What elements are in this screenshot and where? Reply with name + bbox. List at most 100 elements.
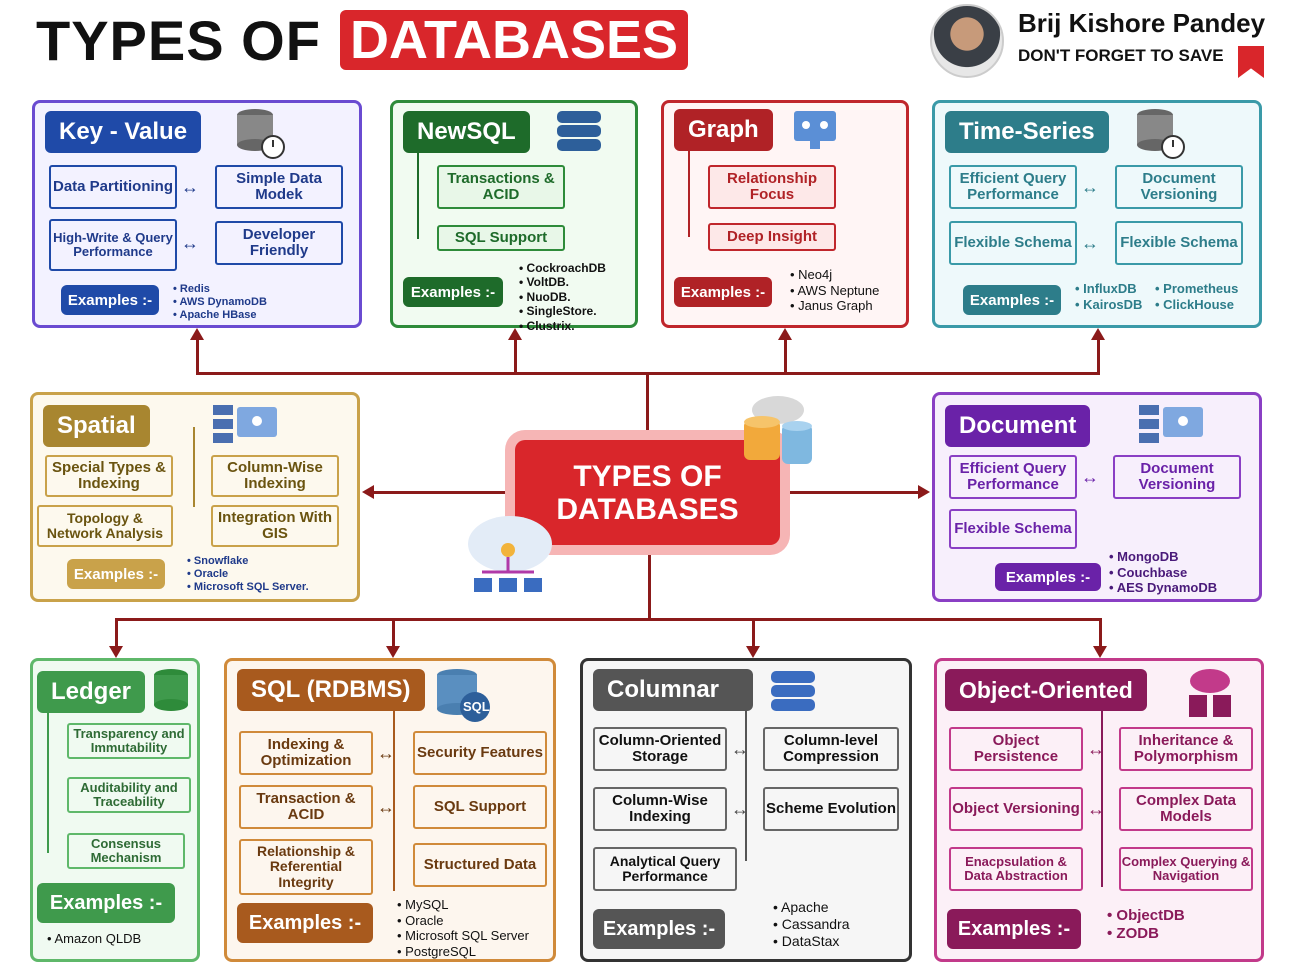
examples-label: Examples :- <box>593 909 725 949</box>
example-item: ClickHouse <box>1155 297 1238 313</box>
example-item: MongoDB <box>1109 549 1217 565</box>
double-arrow-icon: ↔ <box>1087 799 1105 819</box>
examples-label: Examples :- <box>947 909 1081 949</box>
example-item: NuoDB. <box>519 290 606 304</box>
feature-box: Transparency and Immutability <box>67 723 191 759</box>
double-arrow-icon: ↔ <box>731 799 749 819</box>
example-item: Oracle <box>397 913 529 929</box>
feature-box: Complex Querying & Navigation <box>1119 847 1253 891</box>
example-item: Microsoft SQL Server. <box>187 581 309 594</box>
feature-box: Efficient Query Performance <box>949 165 1077 209</box>
card-object-oriented: Object-Oriented Object Persistence Inher… <box>934 658 1264 962</box>
example-item: Apache HBase <box>173 309 267 322</box>
example-item: VoltDB. <box>519 275 606 289</box>
examples-label: Examples :- <box>237 903 373 943</box>
example-item: Amazon QLDB <box>47 931 141 947</box>
double-arrow-icon: ↔ <box>181 233 199 253</box>
example-item: Redis <box>173 283 267 296</box>
examples-list: Redis AWS DynamoDB Apache HBase <box>173 283 267 323</box>
card-title: Object-Oriented <box>945 669 1147 711</box>
card-graph: Graph Relationship Focus Deep Insight Ex… <box>661 100 909 328</box>
feature-box: Data Partitioning <box>49 165 177 209</box>
double-arrow-icon: ↔ <box>181 177 199 197</box>
feature-box: Transactions & ACID <box>437 165 565 209</box>
server-monitor-icon <box>1139 405 1203 443</box>
feature-box: Flexible Schema <box>1115 221 1243 265</box>
tree-line <box>193 427 195 507</box>
page-title-highlight: DATABASES <box>340 10 689 70</box>
example-item: Apache <box>773 899 850 916</box>
arrow-left-icon <box>362 485 374 499</box>
arrow-down-icon <box>109 646 123 658</box>
save-note: DON'T FORGET TO SAVE <box>1018 46 1224 65</box>
double-arrow-icon: ↔ <box>731 739 749 759</box>
card-title: Ledger <box>37 671 146 713</box>
connector <box>646 372 649 442</box>
feature-box: Complex Data Models <box>1119 787 1253 831</box>
database-stack-icon <box>771 671 815 711</box>
feature-box: Relationship & Referential Integrity <box>239 839 373 895</box>
double-arrow-icon: ↔ <box>1081 177 1099 197</box>
card-time-series: Time-Series Efficient Query Performance … <box>932 100 1262 328</box>
example-item: Prometheus <box>1155 281 1238 297</box>
example-item: InfluxDB <box>1075 281 1142 297</box>
connector <box>752 618 755 650</box>
feature-box: Structured Data <box>413 843 547 887</box>
example-item: AWS DynamoDB <box>173 296 267 309</box>
server-monitor-icon <box>213 405 277 443</box>
center-node: TYPES OF DATABASES <box>515 440 780 545</box>
examples-label: Examples :- <box>403 277 503 307</box>
avatar <box>930 4 1004 78</box>
connector <box>514 335 517 375</box>
example-item: ZODB <box>1107 925 1185 943</box>
feature-box: Inheritance & Polymorphism <box>1119 727 1253 771</box>
connector <box>648 545 651 620</box>
examples-label: Examples :- <box>674 277 772 307</box>
double-arrow-icon: ↔ <box>1081 467 1099 487</box>
card-title: Spatial <box>43 405 150 447</box>
feature-box: Column-Wise Indexing <box>211 455 339 497</box>
connector <box>1099 618 1102 650</box>
example-item: MySQL <box>397 897 529 913</box>
feature-box: Column-Oriented Storage <box>593 727 727 771</box>
card-title: Time-Series <box>945 111 1109 153</box>
feature-box: Security Features <box>413 731 547 775</box>
tree-line <box>47 713 49 853</box>
example-item: Neo4j <box>790 267 879 283</box>
connector <box>780 491 920 494</box>
tree-line <box>417 153 419 239</box>
feature-box: Document Versioning <box>1115 165 1243 209</box>
card-title: NewSQL <box>403 111 530 153</box>
example-item: Cassandra <box>773 916 850 933</box>
example-item: Janus Graph <box>790 298 879 314</box>
example-item: AWS Neptune <box>790 283 879 299</box>
card-columnar: Columnar Column-Oriented Storage Column-… <box>580 658 912 962</box>
feature-box: Flexible Schema <box>949 509 1077 549</box>
example-item: KairosDB <box>1075 297 1142 313</box>
feature-box: Column-level Compression <box>763 727 899 771</box>
feature-box: Indexing & Optimization <box>239 731 373 775</box>
feature-box: Analytical Query Performance <box>593 847 737 891</box>
card-title: Key - Value <box>45 111 202 153</box>
arrow-up-icon <box>1091 328 1105 340</box>
feature-box: Flexible Schema <box>949 221 1077 265</box>
example-item: SingleStore. <box>519 304 606 318</box>
examples-label: Examples :- <box>995 563 1101 591</box>
card-document: Document Efficient Query Performance Doc… <box>932 392 1262 602</box>
connector <box>784 335 787 375</box>
page-title: TYPES OF <box>36 9 321 72</box>
feature-box: Enacpsulation & Data Abstraction <box>949 847 1083 891</box>
connector <box>1097 335 1100 375</box>
example-item: Oracle <box>187 568 309 581</box>
feature-box: Developer Friendly <box>215 221 343 265</box>
card-newsql: NewSQL Transactions & ACID SQL Support E… <box>390 100 638 333</box>
database-cloud-icon <box>744 396 812 464</box>
arrow-down-icon <box>1093 646 1107 658</box>
connector <box>392 618 395 650</box>
feature-box: Topology & Network Analysis <box>37 505 173 547</box>
feature-box: Special Types & Indexing <box>45 455 173 497</box>
feature-box: Transaction & ACID <box>239 785 373 829</box>
examples-list: InfluxDB KairosDB <box>1075 281 1142 312</box>
database-icon <box>154 669 188 711</box>
examples-list: MySQL Oracle Microsoft SQL Server Postgr… <box>397 897 529 959</box>
